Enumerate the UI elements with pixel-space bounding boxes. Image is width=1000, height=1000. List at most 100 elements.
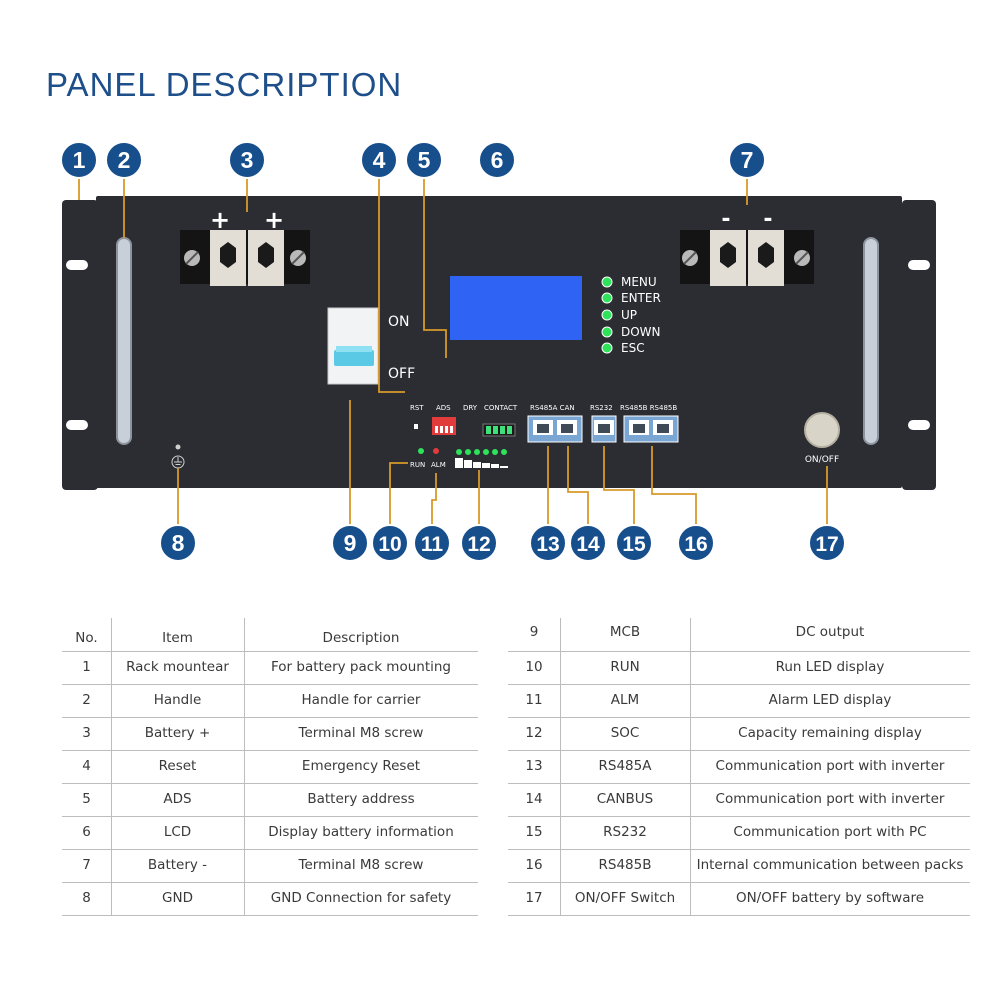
table-cell-no: 17: [525, 889, 543, 906]
callout-number: 15: [622, 533, 646, 556]
table-cell-no: 11: [525, 691, 543, 708]
table-cell-description: Communication port with inverter: [715, 757, 945, 774]
down-button[interactable]: [601, 326, 613, 338]
reset-button[interactable]: [414, 424, 418, 429]
callout-number: 10: [378, 533, 401, 556]
table-cell-no: 14: [525, 790, 543, 807]
callout-number: 12: [467, 533, 490, 556]
round-button-icon[interactable]: [804, 412, 840, 448]
table-cell-description: Capacity remaining display: [738, 724, 922, 741]
table-divider: [508, 915, 970, 916]
lcd-screen: [450, 276, 582, 340]
table-cell-item: RS485B: [598, 856, 652, 873]
table-divider: [62, 684, 478, 685]
battery-negative-terminals[interactable]: [680, 230, 814, 286]
enter-label: ENTER: [621, 291, 661, 305]
callout-number: 8: [172, 530, 185, 556]
table-column-divider: [111, 618, 112, 915]
callout-marker: 13: [529, 524, 567, 562]
up-button[interactable]: [601, 309, 613, 321]
plus-sign: +: [264, 206, 284, 234]
table-cell-item: MCB: [609, 623, 641, 640]
table-divider: [508, 684, 970, 685]
table-cell-no: 16: [525, 856, 543, 873]
callout-marker: 8: [159, 524, 197, 562]
enter-button[interactable]: [601, 292, 613, 304]
callout-marker: 4: [360, 141, 398, 179]
dry-contact-terminal[interactable]: [482, 423, 516, 437]
screw-icon: [794, 250, 810, 266]
menu-buttons: [601, 276, 613, 354]
table-cell-description: Internal communication between packs: [696, 856, 964, 873]
table-cell-item: ON/OFF Switch: [574, 889, 676, 906]
screw-icon: [184, 250, 200, 266]
callout-number: 17: [815, 533, 838, 556]
table-cell-item: CANBUS: [596, 790, 654, 807]
rj45-port-icon[interactable]: [623, 415, 679, 443]
dry-label: DRY: [463, 404, 478, 412]
table-divider: [62, 849, 478, 850]
run-label: RUN: [410, 461, 425, 469]
menu-label: MENU: [621, 275, 657, 289]
callout-number: 7: [741, 147, 754, 173]
down-label: DOWN: [621, 325, 661, 339]
table-column-divider: [690, 618, 691, 915]
rj45-port-icon[interactable]: [591, 415, 617, 443]
table-cell-item: GND: [162, 889, 193, 906]
table-divider: [62, 882, 478, 883]
callout-marker: 1: [60, 141, 98, 179]
table-cell-item: RS232: [603, 823, 647, 840]
table-divider: [508, 651, 970, 652]
table-divider: [62, 717, 478, 718]
callout-number: 9: [344, 530, 357, 556]
table-cell-no: 5: [82, 790, 91, 807]
callout-number: 14: [576, 533, 600, 556]
minus-sign: -: [763, 207, 772, 232]
leader-lines: [78, 178, 828, 525]
rs485a-can-label: RS485A CAN: [530, 404, 575, 412]
rack-ear-left: [62, 200, 98, 490]
table-cell-description: Display battery information: [268, 823, 454, 840]
callout-number: 2: [118, 147, 131, 173]
callout-marker: 7: [728, 141, 766, 179]
table-divider: [508, 717, 970, 718]
alm-led: [433, 448, 439, 454]
table-cell-description: Run LED display: [775, 658, 885, 675]
callout-marker: 3: [228, 141, 266, 179]
ads-label: ADS: [436, 404, 451, 412]
callout-marker: 10: [371, 524, 409, 562]
table-cell-no: 1: [82, 658, 91, 675]
table-cell-description: Terminal M8 screw: [298, 724, 424, 741]
table-cell-no: 15: [525, 823, 543, 840]
callout-marker: 14: [569, 524, 607, 562]
screw-icon: [290, 250, 306, 266]
table-cell-item: Battery +: [144, 724, 211, 741]
menu-button[interactable]: [601, 276, 613, 288]
table-divider: [508, 882, 970, 883]
callout-number: 13: [536, 533, 559, 556]
mcb-breaker[interactable]: [327, 307, 379, 385]
table-cell-no: 2: [82, 691, 91, 708]
alm-label: ALM: [431, 461, 446, 469]
table-cell-no: 10: [525, 658, 543, 675]
contact-label: CONTACT: [484, 404, 518, 412]
table-cell-item: Rack mountear: [126, 658, 229, 675]
battery-positive-terminals[interactable]: [180, 230, 310, 286]
callout-marker: 17: [808, 524, 846, 562]
callout-marker: 12: [460, 524, 498, 562]
up-label: UP: [621, 308, 637, 322]
table-cell-description: Communication port with PC: [733, 823, 927, 840]
ads-dip-switch[interactable]: [432, 417, 456, 435]
table-cell-description: Terminal M8 screw: [298, 856, 424, 873]
table-divider: [508, 849, 970, 850]
rj45-port-icon[interactable]: [527, 415, 583, 443]
handle-icon[interactable]: [116, 237, 132, 445]
callout-marker: 9: [331, 524, 369, 562]
run-led: [418, 448, 424, 454]
soc-leds: [455, 449, 508, 468]
handle-icon[interactable]: [863, 237, 879, 445]
callout-number: 1: [73, 147, 86, 173]
rack-ear-right: [902, 200, 936, 490]
battery-panel-diagram: + + - - ON OFF MENU ENTER UP DOWN ESC RS…: [60, 141, 936, 562]
esc-button[interactable]: [601, 342, 613, 354]
